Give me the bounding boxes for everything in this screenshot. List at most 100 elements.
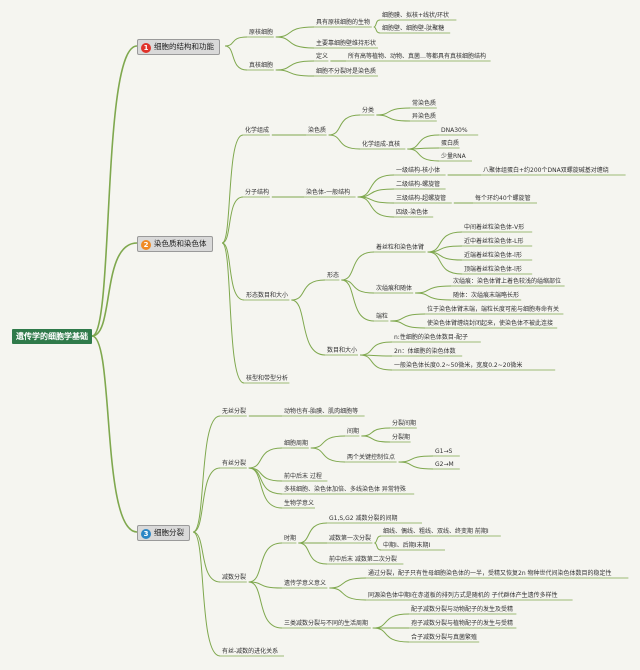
connector-line: [221, 242, 245, 301]
topic-s2-c1b1[interactable]: DNA30%: [441, 127, 468, 134]
topic-s2-d1a[interactable]: 一级结构-核小体: [396, 167, 441, 174]
topic-s2-e1b[interactable]: 次缢痕和随体: [376, 285, 413, 292]
root-topic[interactable]: 遗传学的细胞学基础: [12, 329, 92, 344]
topic-s1-a1b[interactable]: 细胞壁、细胞壁-肽聚糖: [382, 25, 445, 32]
topic-s3-i1[interactable]: 时期: [284, 535, 297, 542]
connector-line: [361, 427, 391, 437]
connector-line: [390, 320, 426, 329]
topic-s3-h3[interactable]: 多核细胞、染色体加倍、多线染色体 异常特殊: [284, 486, 406, 493]
topic-s2-e1a3[interactable]: 近端着丝粒染色体-l形: [464, 252, 522, 259]
topic-s3-h1b2[interactable]: G2→M: [435, 461, 454, 468]
topic-s2-d[interactable]: 分子结构: [245, 189, 270, 196]
topic-s1-b2[interactable]: 细胞不分裂时是染色质: [316, 68, 377, 75]
topic-s3-i3a[interactable]: 配子减数分裂与动物配子的发生及受精: [411, 606, 514, 613]
topic-s2-c1a[interactable]: 分类: [362, 107, 375, 114]
connector-line: [373, 19, 381, 28]
topic-s2-c1a1[interactable]: 常染色质: [412, 100, 437, 107]
topic-s1-b1a[interactable]: 所有高等植物、动物、真菌…等都具有真核细胞结构: [348, 53, 487, 60]
topic-s3-i1b1[interactable]: 细线、偶线、粗线、双线、终变期 前期I: [383, 528, 489, 535]
connector-line: [373, 26, 381, 34]
topic-s2-c[interactable]: 化学组成: [245, 127, 270, 134]
topic-s3-h1b[interactable]: 两个关键控制位点: [347, 454, 396, 461]
topic-s3-i1b[interactable]: 减数第一次分裂: [329, 535, 372, 542]
topic-s2-f[interactable]: 核型和带型分析: [246, 375, 289, 382]
connector-line: [359, 341, 393, 356]
topic-s1-a1a[interactable]: 细胞膜、拟核+线状/环状: [382, 12, 450, 19]
topic-s3-j[interactable]: 有丝-减数的进化关系: [222, 648, 279, 655]
topic-s3-h1a2[interactable]: 分裂期: [392, 434, 411, 441]
topic-s2-c1b[interactable]: 化学组成-真核: [362, 141, 401, 148]
connector-line: [221, 242, 245, 384]
topic-s1-a[interactable]: 原核细胞: [249, 29, 274, 36]
topic-s2-e1b1[interactable]: 次缢痕：染色体臂上着色较浅的缢缩部位: [453, 278, 562, 285]
topic-s2-d1d[interactable]: 四级-染色体: [396, 209, 429, 216]
topic-s3-i3[interactable]: 三类减数分裂与不同的生活周期: [284, 620, 369, 627]
topic-s2-d1a1[interactable]: 八聚体组蛋白+约200个DNA双螺旋碱基对缠绕: [483, 167, 609, 174]
topic-s3-g[interactable]: 无丝分裂: [222, 408, 247, 415]
connector-line: [192, 467, 221, 533]
topic-s3-h4[interactable]: 生物学意义: [284, 500, 315, 507]
connector-line: [357, 196, 395, 218]
topic-s3-h2[interactable]: 前中后末 过程: [284, 473, 322, 480]
topic-s3-h1a[interactable]: 间期: [347, 428, 360, 435]
topic-s2-c1a2[interactable]: 异染色质: [412, 113, 437, 120]
connector-line: [341, 279, 375, 322]
topic-s2-e1a1[interactable]: 中间着丝粒染色体-V形: [464, 224, 525, 231]
connector-line: [398, 455, 434, 463]
topic-s2-e1[interactable]: 形态: [327, 272, 340, 279]
connector-line: [376, 114, 411, 122]
topic-s3-i3b[interactable]: 孢子减数分裂与植物配子的发生与受精: [411, 620, 514, 627]
topic-s1-b[interactable]: 真核细胞: [249, 62, 274, 69]
topic-s1-a1[interactable]: 具有原核细胞的生物: [316, 19, 371, 26]
topic-s2-d1[interactable]: 染色体-一般结构: [306, 189, 351, 196]
topic-s2-e[interactable]: 形态数目和大小: [246, 292, 289, 299]
topic-s2-d1c1[interactable]: 每个环约40个螺旋管: [475, 195, 531, 202]
topic-s3-i1c[interactable]: 前中后末 减数第二次分裂: [329, 556, 397, 563]
topic-s2-e1a2[interactable]: 近中着丝粒染色体-L形: [464, 238, 524, 245]
topic-s2-c1b3[interactable]: 少量RNA: [441, 153, 466, 160]
topic-s3-h1b1[interactable]: G1→S: [435, 448, 453, 455]
topic-s3-i[interactable]: 减数分裂: [222, 574, 247, 581]
topic-s3-i1b2[interactable]: 中期I、后期I末期I: [383, 542, 431, 549]
topic-s3-h[interactable]: 有丝分裂: [222, 460, 247, 467]
connector-line: [275, 26, 315, 38]
connector-line: [248, 467, 283, 509]
connector-line: [248, 447, 283, 469]
topic-s3-i2b[interactable]: 同源染色体中期I在赤道板的排列方式是随机的 子代群体产生遗传多样性: [368, 592, 558, 599]
connector-line: [298, 542, 328, 565]
topic-s3-i1a[interactable]: G1,S,G2 减数分裂的间期: [329, 515, 398, 522]
topic-s3-i3c[interactable]: 合子减数分裂与真菌繁殖: [411, 634, 478, 641]
topic-s2-e1a4[interactable]: 顶端着丝粒染色体-l形: [464, 266, 522, 273]
topic-s3-h1[interactable]: 细胞周期: [284, 440, 309, 447]
topic-s1-a2[interactable]: 主要靠细胞壁维持形状: [316, 40, 377, 47]
topic-s2-d1c[interactable]: 三级结构-超螺旋管: [396, 195, 447, 202]
topic-s2-e2c[interactable]: 一般染色体长度0.2~50微米，宽度0.2~20微米: [394, 362, 523, 369]
topic-s2-e1b2[interactable]: 随体：次缢痕末端略长形: [453, 292, 520, 299]
topic-s2-c1[interactable]: 染色质: [308, 127, 327, 134]
topic-s3-h1a1[interactable]: 分裂间期: [392, 420, 417, 427]
topic-s3-i2[interactable]: 遗传学意义意义: [284, 580, 327, 587]
main-topic-label: 细胞分裂: [154, 528, 184, 537]
topic-s2-e1a[interactable]: 着丝粒和染色体臂: [376, 244, 425, 251]
topic-s2-d1b[interactable]: 二级结构-螺旋管: [396, 181, 441, 188]
topic-s2-e1c2[interactable]: 使染色体臂缠绕封闭起来，使染色体不被此连接: [427, 320, 554, 327]
connector-line: [359, 354, 393, 371]
topic-s2-e2a[interactable]: n:性细胞的染色体数目-配子: [394, 334, 468, 341]
connector-line: [329, 587, 367, 601]
connector-line: [248, 581, 283, 589]
topic-s2-e2b[interactable]: 2n：体细胞的染色体数: [394, 348, 456, 355]
connector-line: [374, 542, 382, 551]
topic-s2-e1c[interactable]: 端粒: [376, 313, 389, 320]
topic-s2-e2[interactable]: 数目和大小: [327, 347, 358, 354]
connector-line: [221, 134, 244, 244]
topic-s3-i2a[interactable]: 通过分裂，配子只有性母细胞染色体的一半，受精又恢复2n 物种世代间染色体数目的稳…: [368, 570, 612, 577]
topic-s1-b1[interactable]: 定义: [316, 53, 329, 60]
topic-s2-c1b2[interactable]: 蛋白质: [441, 140, 460, 147]
topic-s2-e1c1[interactable]: 位于染色体臂末端，端粒长度可能与细胞寿命有关: [427, 306, 560, 313]
number-badge-icon: 1: [141, 43, 151, 53]
connector-line: [275, 36, 315, 49]
topic-s3-g1[interactable]: 动物也有-胎膜、肌肉细胞等: [284, 408, 359, 415]
